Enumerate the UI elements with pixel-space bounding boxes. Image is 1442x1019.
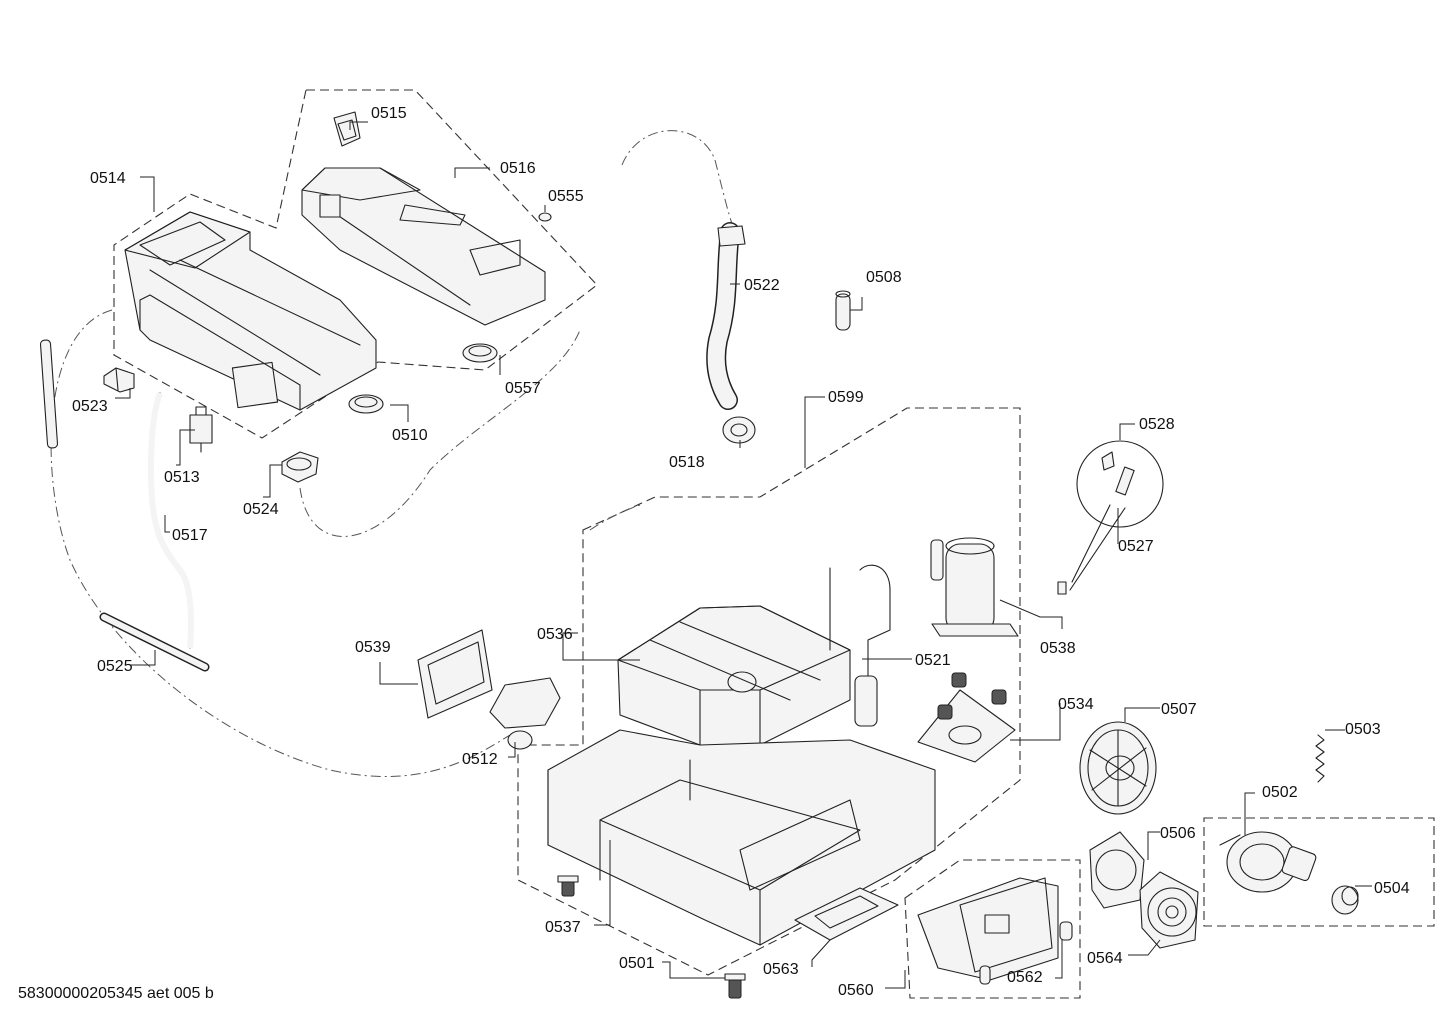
- label-0563: 0563: [763, 961, 799, 978]
- label-0508: 0508: [866, 269, 902, 286]
- label-0564: 0564: [1087, 950, 1123, 967]
- clip-0562: [979, 921, 1073, 985]
- group-boundary-electronics: [904, 859, 1081, 999]
- rod-left: [39, 339, 59, 449]
- label-0515: 0515: [371, 105, 407, 122]
- drawing-code: 58300000205345 aet 005 b: [18, 985, 214, 1002]
- part-labels: 0514 0515 0516 0555 0557 0510 0523 0513 …: [72, 105, 1410, 999]
- label-0503: 0503: [1345, 721, 1381, 738]
- seal-ring-0510: [348, 394, 384, 414]
- compressor-0538: [930, 537, 1019, 637]
- sensor-detail-circle: [1057, 440, 1164, 595]
- electronics-module-0560: [917, 877, 1059, 981]
- clip-0523: [103, 367, 135, 393]
- group-boundary-upper: [113, 89, 598, 439]
- group-boundary-motor: [1203, 817, 1435, 927]
- label-0538: 0538: [1040, 640, 1076, 657]
- label-0539: 0539: [355, 639, 391, 656]
- label-0557: 0557: [505, 380, 541, 397]
- label-0562: 0562: [1007, 969, 1043, 986]
- container-0514: [124, 211, 377, 411]
- filter-0515: [333, 111, 361, 147]
- heat-exchanger-0536: [617, 605, 851, 746]
- label-0506: 0506: [1160, 825, 1196, 842]
- spring-0503: [1315, 734, 1325, 783]
- pipes-0521: [829, 564, 891, 727]
- label-0523: 0523: [72, 398, 108, 415]
- hose-route-left: [50, 309, 511, 777]
- fan-housing-0506: [1089, 831, 1145, 909]
- hose-route-center: [299, 329, 581, 537]
- label-0521: 0521: [915, 652, 951, 669]
- label-0518: 0518: [669, 454, 705, 471]
- label-0512: 0512: [462, 751, 498, 768]
- label-0516: 0516: [500, 160, 536, 177]
- bracket-0539: [417, 629, 493, 719]
- fan-wheel-0507: [1079, 721, 1157, 815]
- label-0537: 0537: [545, 919, 581, 936]
- label-0502: 0502: [1262, 784, 1298, 801]
- base-plate-0534: [917, 672, 1016, 763]
- label-0507: 0507: [1161, 701, 1197, 718]
- screw-0537: [557, 875, 579, 897]
- cover-plate-0563: [794, 887, 899, 941]
- base-chassis: [547, 729, 936, 946]
- label-0510: 0510: [392, 427, 428, 444]
- label-0528: 0528: [1139, 416, 1175, 433]
- cover-0516: [301, 167, 546, 326]
- label-0555: 0555: [548, 188, 584, 205]
- fan-cover-0564: [1139, 871, 1199, 949]
- label-0517: 0517: [172, 527, 208, 544]
- capacitor-0508: [835, 290, 851, 331]
- label-0536: 0536: [537, 626, 573, 643]
- pulley-0504: [1331, 885, 1359, 915]
- hose-0517-inner: [147, 391, 194, 649]
- label-0527: 0527: [1118, 538, 1154, 555]
- screw-0501: [724, 973, 746, 999]
- hose-route-top: [621, 130, 736, 233]
- label-0560: 0560: [838, 982, 874, 999]
- label-0513: 0513: [164, 469, 200, 486]
- knob-0555: [538, 212, 552, 222]
- cup-0524: [281, 451, 319, 483]
- hose-0522: [706, 222, 746, 410]
- label-0525: 0525: [97, 658, 133, 675]
- label-0504: 0504: [1374, 880, 1410, 897]
- grommet-0518: [722, 416, 756, 444]
- seal-ring-0557: [462, 343, 498, 363]
- valve-0513: [189, 406, 213, 453]
- label-0501: 0501: [619, 955, 655, 972]
- label-0522: 0522: [744, 277, 780, 294]
- label-0524: 0524: [243, 501, 279, 518]
- valve-0512: [489, 677, 561, 750]
- hose-route-lower: [589, 504, 641, 531]
- motor-0502: [1219, 831, 1317, 893]
- tube-0525: [99, 612, 210, 672]
- label-0514: 0514: [90, 170, 126, 187]
- label-0534: 0534: [1058, 696, 1094, 713]
- leader-lines: [115, 121, 1372, 989]
- label-0599: 0599: [828, 389, 864, 406]
